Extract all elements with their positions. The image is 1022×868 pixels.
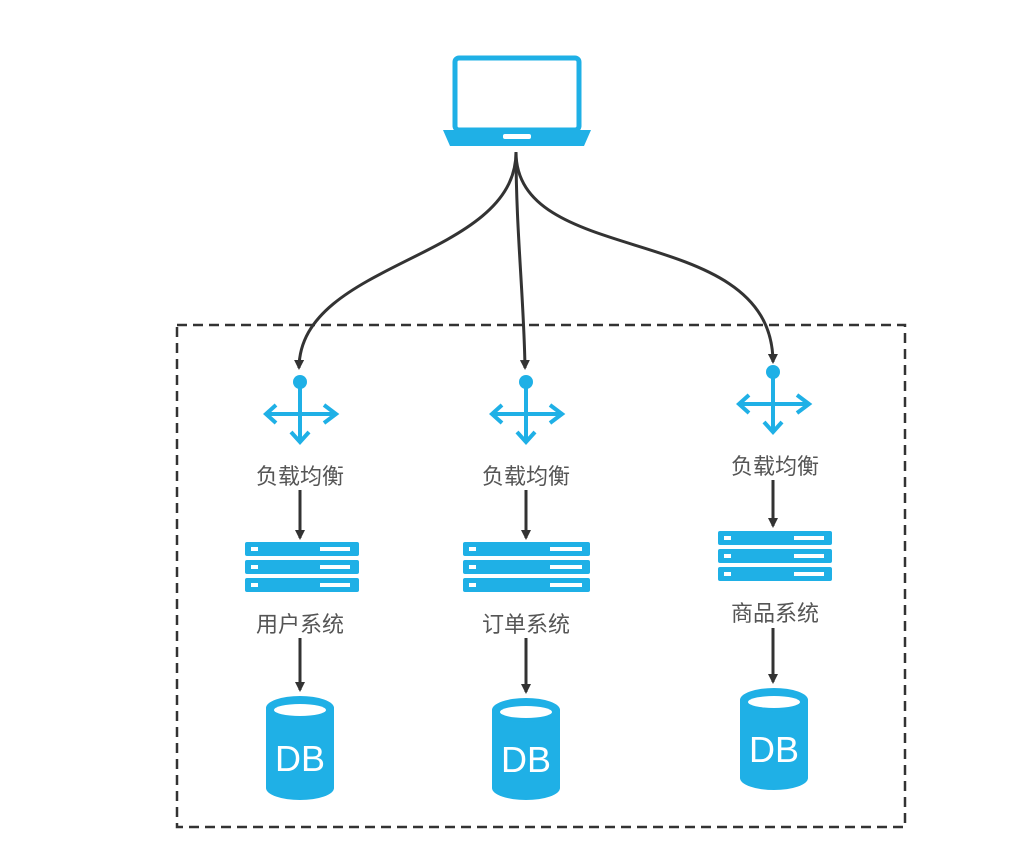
column-product: 负载均衡 商品系统 DB — [718, 365, 832, 790]
load-balancer-icon — [263, 375, 340, 445]
lb-label: 负载均衡 — [482, 465, 570, 490]
column-order: 负载均衡 订单系统 DB — [463, 375, 590, 800]
db-label: DB — [275, 738, 325, 779]
column-user: 负载均衡 用户系统 DB — [245, 375, 359, 800]
db-label: DB — [749, 729, 799, 770]
load-balancer-icon — [489, 375, 566, 445]
server-icon — [718, 531, 832, 581]
connector-to-user-lb — [294, 151, 518, 370]
laptop-icon — [443, 55, 591, 146]
connector-to-product-lb — [514, 151, 778, 364]
client-connectors — [294, 151, 778, 370]
load-balancer-icon — [736, 365, 813, 435]
database-icon: DB — [740, 688, 808, 790]
database-icon: DB — [492, 698, 560, 800]
lb-label: 负载均衡 — [731, 455, 819, 480]
server-icon — [463, 542, 590, 592]
lb-label: 负载均衡 — [256, 465, 344, 490]
system-label: 商品系统 — [731, 602, 819, 627]
system-label: 用户系统 — [256, 613, 344, 638]
system-label: 订单系统 — [482, 613, 570, 638]
db-label: DB — [501, 739, 551, 780]
database-icon: DB — [266, 696, 334, 800]
server-icon — [245, 542, 359, 592]
connector-to-order-lb — [514, 151, 530, 370]
system-boundary — [175, 323, 907, 829]
